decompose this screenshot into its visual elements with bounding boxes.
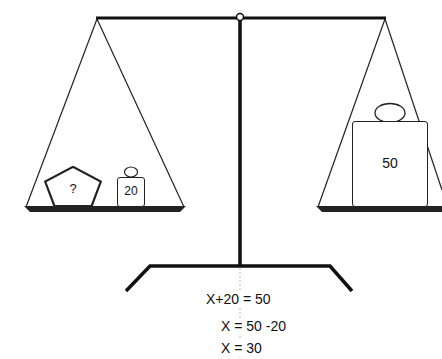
left-pan xyxy=(24,206,186,212)
pan-string xyxy=(97,19,184,207)
weight-block: 20 xyxy=(117,177,145,207)
weight-value: ? xyxy=(69,182,76,196)
weight-knob xyxy=(375,104,405,123)
weight-value: 50 xyxy=(382,156,398,171)
scale-base xyxy=(126,266,352,291)
equation-line: X+20 = 50 xyxy=(203,291,274,308)
weight-value: 20 xyxy=(124,185,137,198)
weight-knob xyxy=(125,167,138,177)
unknown-weight: ? xyxy=(44,166,102,207)
equation-line: X = 30 xyxy=(218,340,265,357)
weight-block: 50 xyxy=(352,121,428,207)
equation-line: X = 50 -20 xyxy=(218,318,289,335)
pivot xyxy=(237,14,244,21)
pole xyxy=(238,18,242,266)
